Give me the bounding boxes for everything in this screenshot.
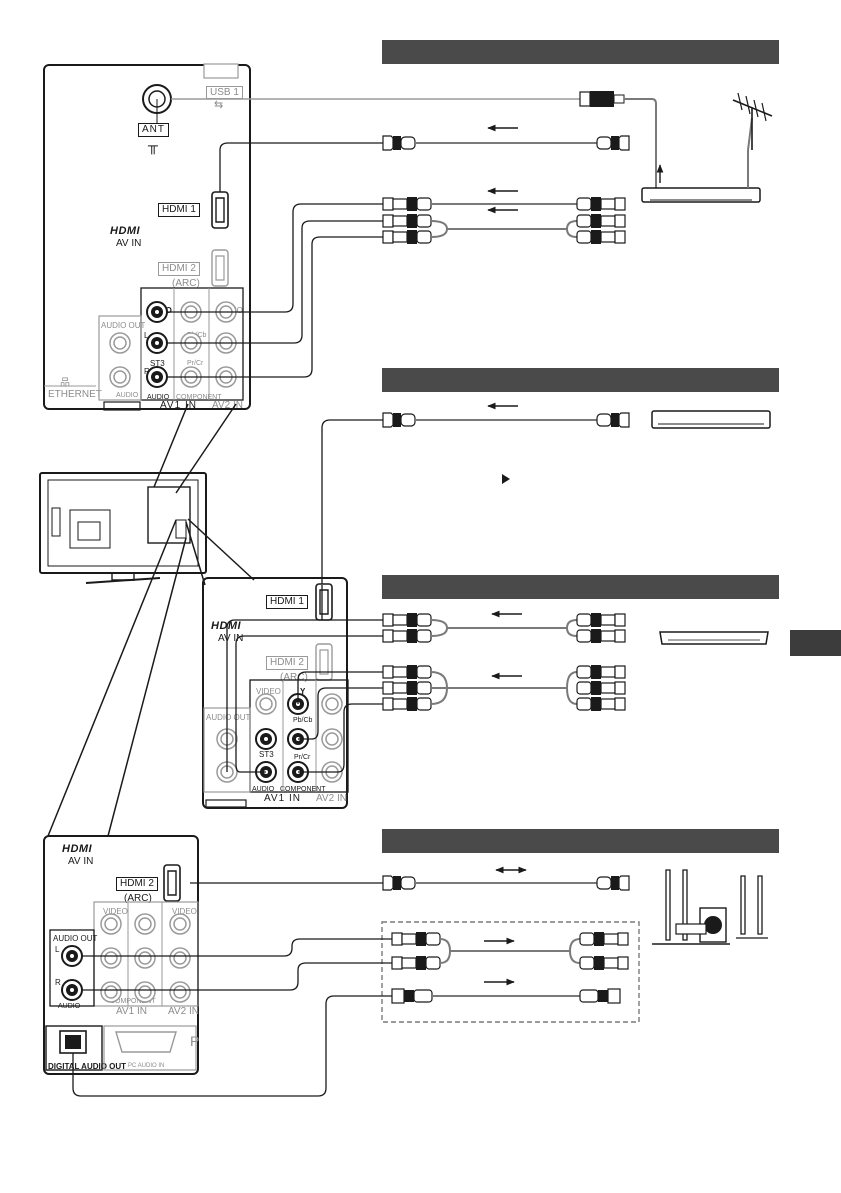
network-icon: 品 <box>60 378 70 389</box>
av2-in-label: AV2 IN <box>212 400 243 411</box>
ant-label: ANT <box>138 123 169 137</box>
video-label-mid: VIDEO <box>256 687 281 696</box>
component-label: COMPONENT <box>176 394 222 401</box>
av2-in-label-low: AV2 IN <box>168 1006 199 1017</box>
pc-audio-in-label: PC AUDIO IN <box>128 1063 165 1069</box>
hdmi2-label: HDMI 2 <box>158 262 200 276</box>
arc-label-mid: (ARC) <box>280 672 308 683</box>
arrow-right-icon <box>502 474 510 484</box>
home-theater-speakers <box>652 869 768 945</box>
st3-label-mid: ST3 <box>259 750 274 759</box>
section-bar-hdmi-equipment <box>382 368 779 392</box>
av-in-label-mid: AV IN <box>218 633 244 644</box>
hdmi2-label-low: HDMI 2 <box>116 877 158 891</box>
arc-label: (ARC) <box>172 278 200 289</box>
av2-in-label-mid: AV2 IN <box>316 793 347 804</box>
section-bar-audio-equipment <box>382 829 779 853</box>
pr-cr-label-mid: Pr/Cr <box>294 754 311 761</box>
pc-letter-label: P <box>190 1033 200 1049</box>
pr-cr-label: Pr/Cr <box>187 360 204 367</box>
av-in-label: AV IN <box>116 238 142 249</box>
st3-label: ST3 <box>150 359 165 368</box>
section-bar-antenna-recorder <box>382 40 779 64</box>
av-in-label-low: AV IN <box>68 856 94 867</box>
l-label: L <box>144 331 149 340</box>
ethernet-label: ETHERNET <box>48 389 102 400</box>
hdmi2-label-mid: HDMI 2 <box>266 656 308 670</box>
antenna-symbol-icon: ╥ <box>148 137 158 153</box>
video-label-low: VIDEO <box>103 907 128 916</box>
l-label-low: L <box>55 945 60 954</box>
hdmi-logo-low: HDMI <box>62 843 93 855</box>
arc-label-low: (ARC) <box>124 893 152 904</box>
antenna-icon <box>732 92 773 150</box>
audio-out-label: AUDIO OUT <box>101 321 146 330</box>
r-label: R <box>144 367 150 376</box>
hdmi-logo-mid: HDMI <box>211 620 242 632</box>
component-label-low: COMPONENT <box>110 998 156 1005</box>
pb-cb-label-mid: Pb/Cb <box>293 717 313 724</box>
hdmi1-label: HDMI 1 <box>158 203 200 217</box>
av1-in-label: AV1 IN <box>160 400 197 411</box>
digital-audio-out-label: DIGITAL AUDIO OUT <box>48 1062 127 1071</box>
hdmi1-label-mid: HDMI 1 <box>266 595 308 609</box>
r-label-low: R <box>55 978 61 987</box>
audio-label-mid: AUDIO <box>252 786 275 793</box>
tv-rear-panel-upper <box>43 64 251 410</box>
section-bar-av-equipment <box>382 575 779 599</box>
y-label-mid: Y <box>300 687 306 696</box>
audio-out-audio-label: AUDIO <box>116 392 139 399</box>
audio-label: AUDIO <box>147 394 170 401</box>
av1-in-label-mid: AV1 IN <box>264 793 301 804</box>
usb-trident-icon: ⇆ <box>214 99 224 111</box>
side-tab-marker <box>790 630 841 656</box>
av2-video-label-low: VIDEO <box>172 907 197 916</box>
hdmi-logo: HDMI <box>110 225 141 237</box>
audio-out-label-low: AUDIO OUT <box>53 934 98 943</box>
av1-in-label-low: AV1 IN <box>116 1006 147 1017</box>
audio-out-label-mid: AUDIO OUT <box>206 713 251 722</box>
component-label-mid: COMPONENT <box>280 786 326 793</box>
